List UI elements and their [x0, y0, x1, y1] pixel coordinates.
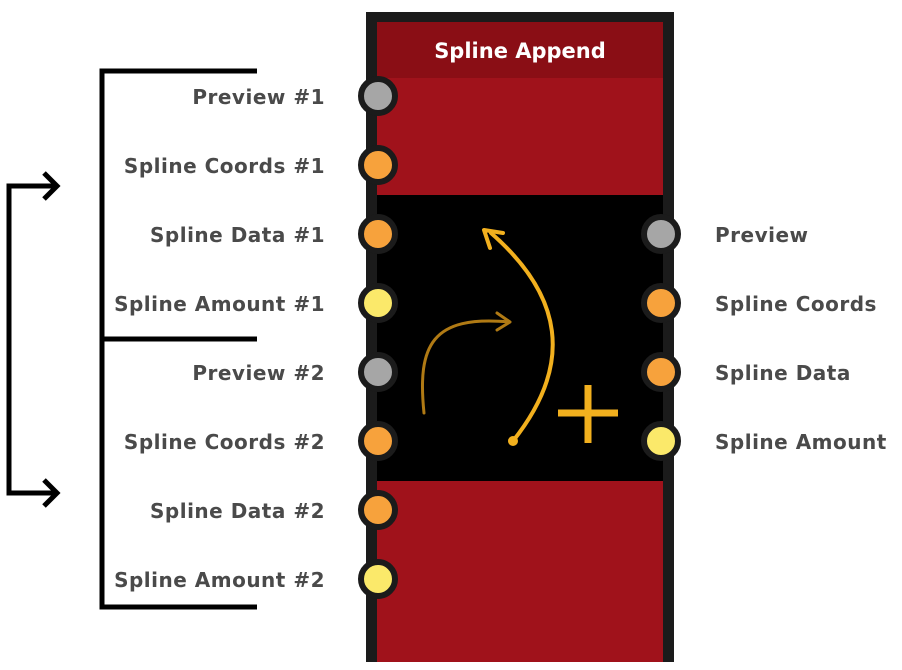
input-port-spline-coords-1[interactable]: [358, 145, 398, 185]
output-port-spline-data[interactable]: [641, 352, 681, 392]
input-port-preview-1[interactable]: [358, 76, 398, 116]
input-port-preview-2[interactable]: [358, 352, 398, 392]
input-label-spline-data-1: Spline Data #1: [150, 223, 325, 247]
output-label-preview: Preview: [715, 223, 809, 247]
input-label-spline-data-2: Spline Data #2: [150, 499, 325, 523]
output-label-spline-data: Spline Data: [715, 361, 851, 385]
plus-icon: [558, 385, 618, 443]
spline-append-node[interactable]: Spline Append: [366, 12, 674, 662]
input-port-spline-coords-2[interactable]: [358, 421, 398, 461]
dim-spline-curve: [420, 319, 511, 415]
node-title: Spline Append: [434, 39, 606, 63]
input-port-spline-data-1[interactable]: [358, 214, 398, 254]
input-port-spline-data-2[interactable]: [358, 490, 398, 530]
group-2-bracket: [99, 339, 257, 610]
input-label-preview-2: Preview #2: [192, 361, 325, 385]
input-label-spline-amount-2: Spline Amount #2: [114, 568, 325, 592]
node-title-bar: Spline Append: [377, 22, 663, 78]
swap-arrow-head-top: [42, 171, 61, 201]
swap-arrow-line: [6, 183, 57, 496]
input-port-spline-amount-2[interactable]: [358, 559, 398, 599]
output-port-spline-amount[interactable]: [641, 421, 681, 461]
input-label-spline-amount-1: Spline Amount #1: [114, 292, 325, 316]
dim-arrowhead: [495, 311, 512, 332]
input-label-spline-coords-2: Spline Coords #2: [123, 430, 325, 454]
group-1-bracket: [99, 68, 257, 342]
output-port-preview[interactable]: [641, 214, 681, 254]
bright-arrowhead: [482, 228, 505, 250]
spline-append-icon: [420, 228, 618, 446]
input-port-spline-amount-1[interactable]: [358, 283, 398, 323]
swap-arrow-head-bottom: [42, 478, 61, 508]
output-port-spline-coords[interactable]: [641, 283, 681, 323]
input-label-spline-coords-1: Spline Coords #1: [123, 154, 325, 178]
node-icon-panel: [377, 195, 663, 481]
bright-curve-start-dot: [508, 436, 518, 446]
input-label-preview-1: Preview #1: [192, 85, 325, 109]
bright-spline-curve: [489, 231, 555, 443]
output-label-spline-amount: Spline Amount: [715, 430, 887, 454]
output-label-spline-coords: Spline Coords: [715, 292, 877, 316]
